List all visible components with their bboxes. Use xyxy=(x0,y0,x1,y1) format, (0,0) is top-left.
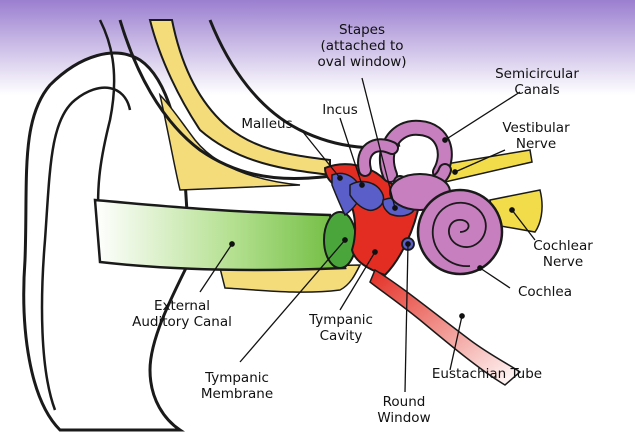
label-incus-text: Incus xyxy=(322,102,358,118)
label-round-window-line1: Round xyxy=(382,394,426,410)
label-eustachian-tube: Eustachian Tube xyxy=(420,366,554,382)
label-round-window: Round Window xyxy=(366,394,442,426)
label-cochlea: Cochlea xyxy=(510,284,580,300)
label-eustachian-text: Eustachian Tube xyxy=(431,366,543,382)
label-tympanic-cavity: Tympanic Cavity xyxy=(306,312,376,344)
label-cochlea-text: Cochlea xyxy=(518,284,572,300)
label-cochlear-nerve-line2: Nerve xyxy=(542,254,584,270)
label-stapes: Stapes (attached to oval window) xyxy=(306,22,418,70)
label-vestibular-line1: Vestibular xyxy=(502,120,570,136)
vestibular-nerve xyxy=(439,149,533,183)
cochlea-spiral xyxy=(431,201,487,267)
label-tympanic-membrane: Tympanic Membrane xyxy=(192,370,282,402)
label-semicircular-line1: Semicircular xyxy=(495,66,579,82)
label-stapes-line3: oval window) xyxy=(317,54,407,70)
label-malleus: Malleus xyxy=(232,116,302,132)
label-vestibular-nerve: Vestibular Nerve xyxy=(496,120,576,152)
label-vestibular-line2: Nerve xyxy=(515,136,557,152)
label-tympanic-membrane-line1: Tympanic xyxy=(205,370,269,386)
label-cochlear-nerve: Cochlear Nerve xyxy=(526,238,600,270)
label-round-window-line2: Window xyxy=(377,410,431,426)
cochlear-nerve xyxy=(489,189,543,233)
label-external-line1: External xyxy=(153,298,210,314)
label-stapes-line2: (attached to xyxy=(320,38,404,54)
label-tympanic-membrane-line2: Membrane xyxy=(200,386,274,402)
incus-shape xyxy=(349,180,385,212)
label-malleus-text: Malleus xyxy=(241,116,293,132)
skin-outline-upper xyxy=(118,19,341,180)
label-semicircular-canals: Semicircular Canals xyxy=(482,66,592,98)
label-external-line2: Auditory Canal xyxy=(132,314,232,330)
external-auditory-canal xyxy=(93,198,347,272)
label-stapes-line1: Stapes xyxy=(338,22,386,38)
leader-lines xyxy=(199,77,536,393)
label-tympanic-cavity-line2: Cavity xyxy=(319,328,363,344)
pinna-inner-fold xyxy=(40,86,132,411)
label-incus: Incus xyxy=(312,102,368,118)
label-tympanic-cavity-line1: Tympanic xyxy=(309,312,373,328)
temporal-bone-wedge xyxy=(158,92,301,191)
label-semicircular-line2: Canals xyxy=(514,82,560,98)
label-cochlear-nerve-line1: Cochlear xyxy=(533,238,593,254)
temporal-bone-lower xyxy=(219,264,362,293)
label-external-auditory-canal: External Auditory Canal xyxy=(120,298,244,330)
